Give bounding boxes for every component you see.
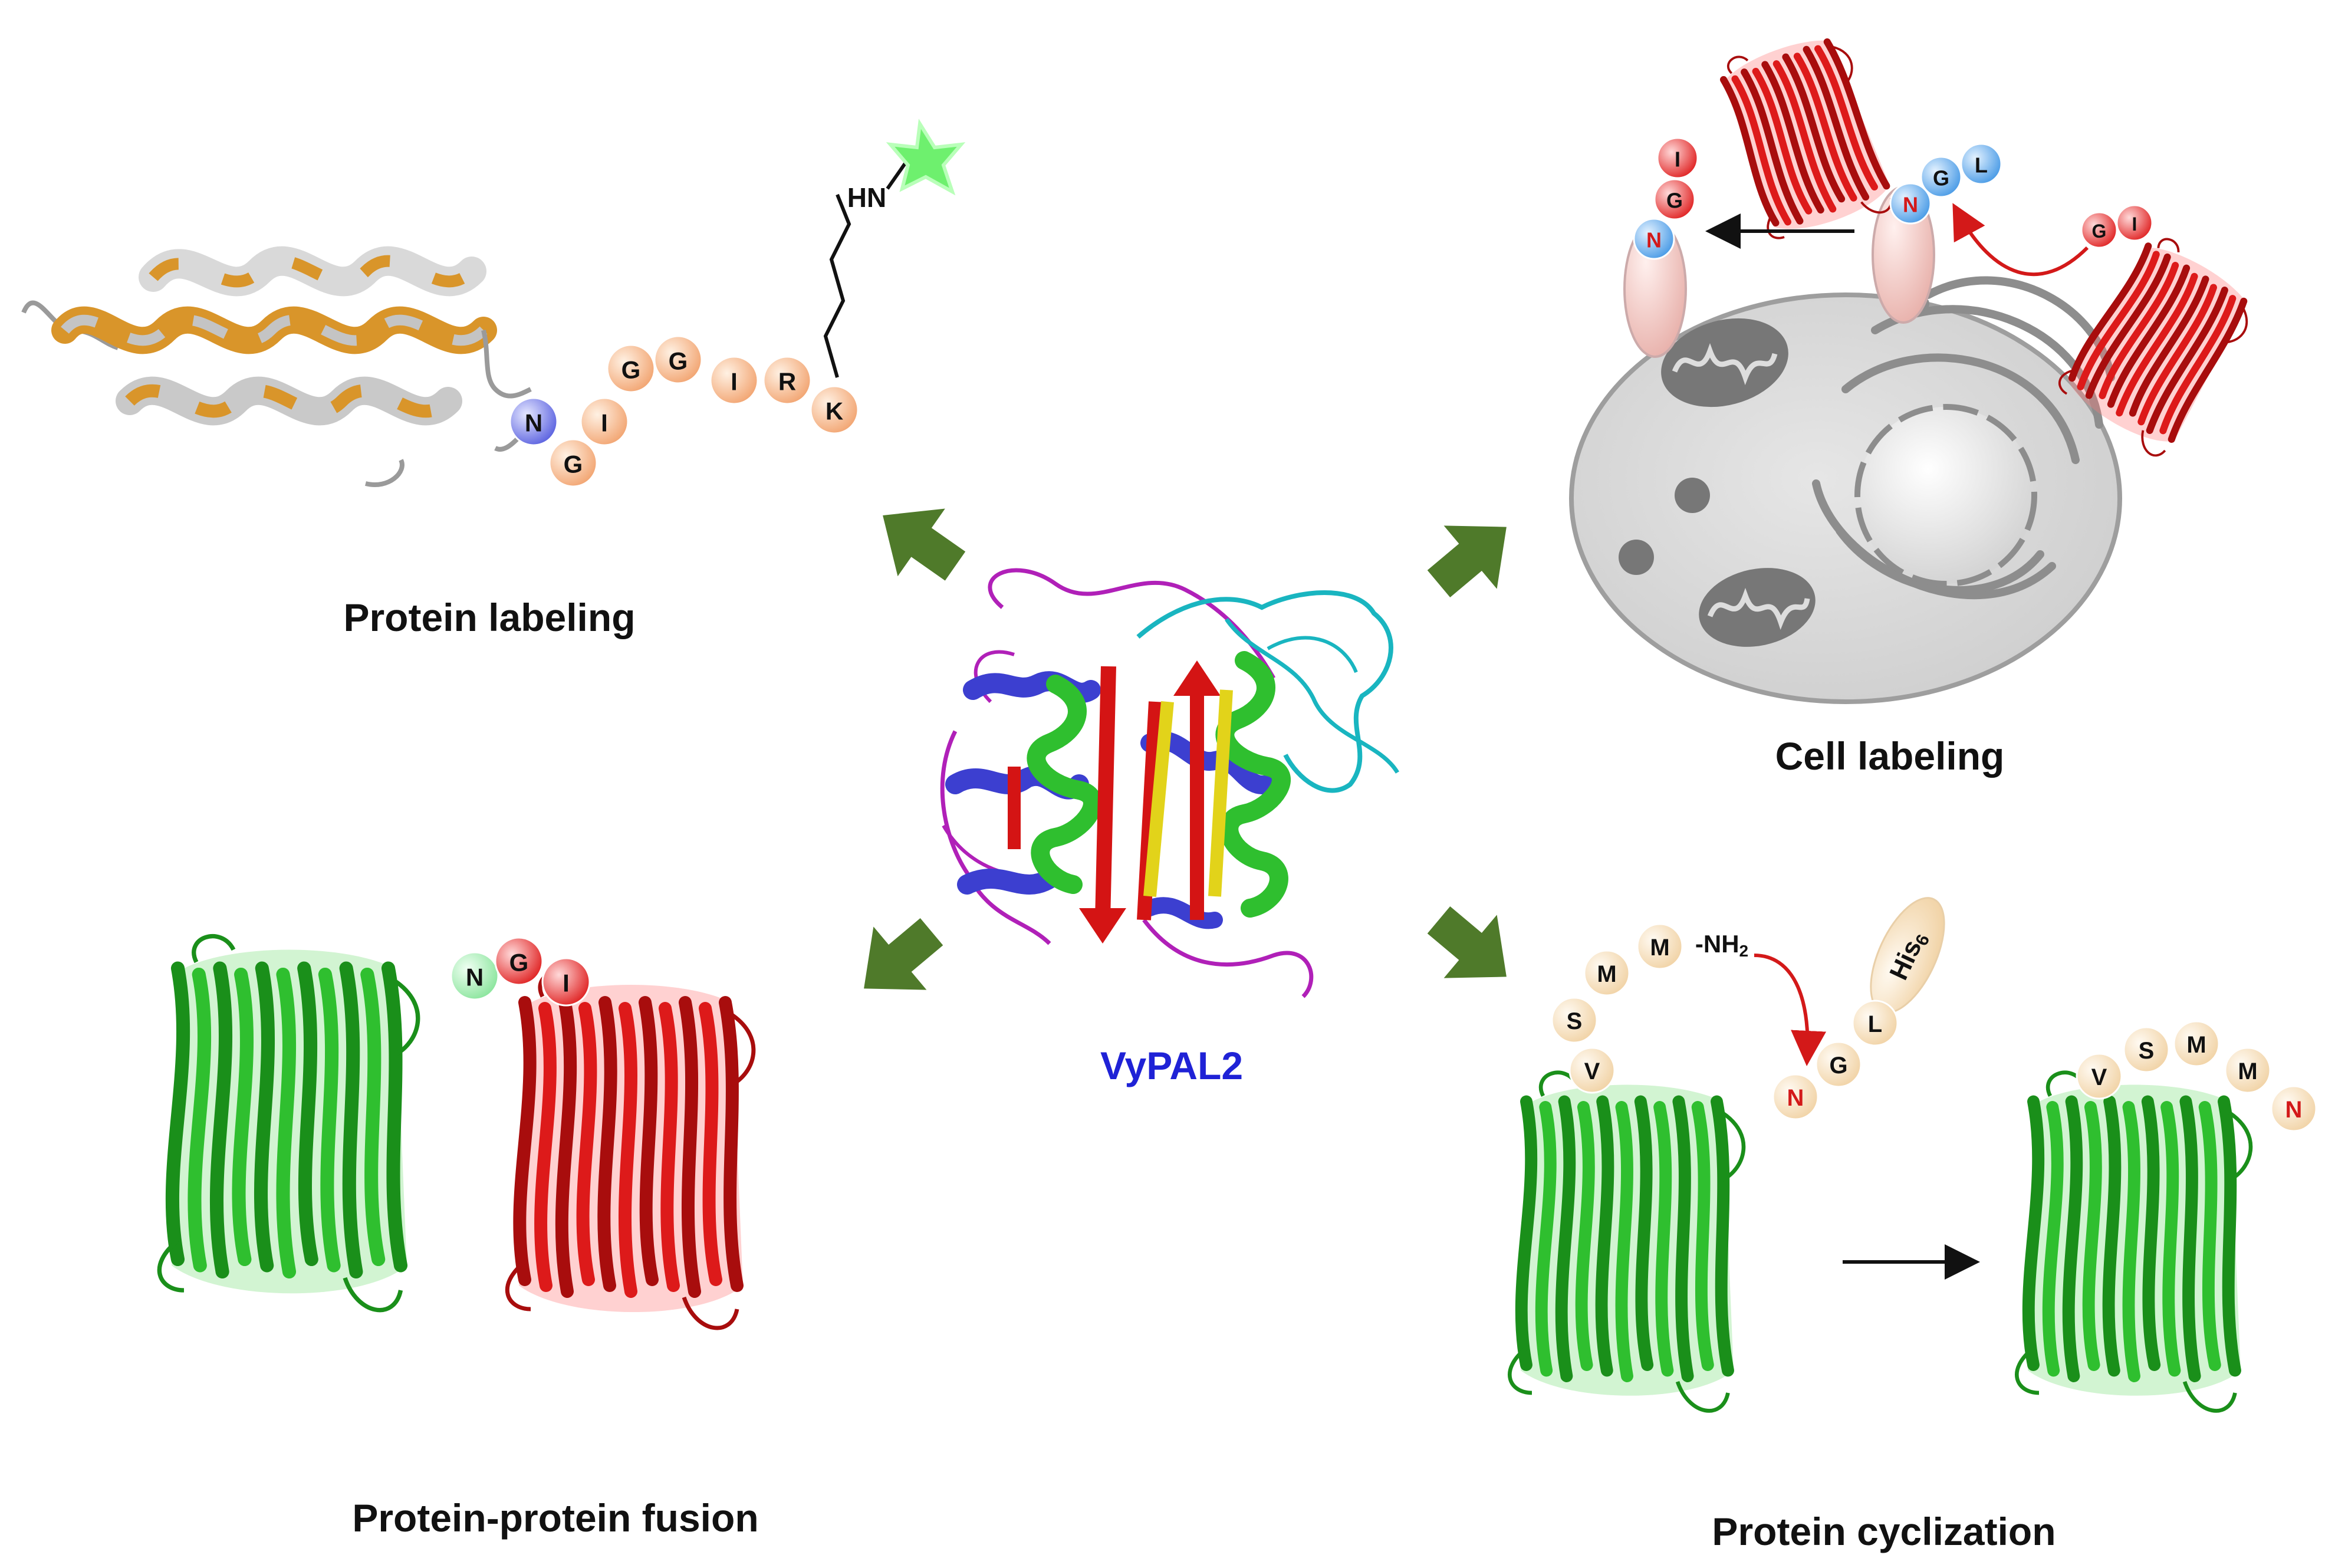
helix-bundle [21,246,532,487]
residue-letter: L [1975,153,1988,177]
residue-bead: M [2173,1020,2220,1067]
residue-bead: S [1551,997,1598,1044]
amine-label: HN [847,182,886,213]
residue-letter: L [1868,1011,1882,1037]
fluorophore-star-icon [886,119,966,196]
residue-bead: G [606,344,656,393]
vesicle [1675,478,1710,513]
residue-bead: G [1815,1041,1862,1088]
vypal2-structure [940,568,1399,998]
fusion-title: Protein-protein fusion [352,1496,758,1540]
residue-letter: N [525,409,542,437]
red-transfer-arrow [1952,203,2089,277]
residue-letter: G [621,356,641,384]
residue-bead: G [1653,178,1696,221]
residue-letter: M [2238,1059,2257,1084]
residue-letter: M [2186,1032,2206,1058]
residue-letter: G [564,451,583,478]
green-barrel-protein [157,933,420,1313]
residue-letter: I [563,969,570,997]
cyclization-title: Protein cyclization [1712,1510,2056,1553]
protein-labeling-title: Protein labeling [343,596,635,639]
residue-bead: N [450,951,499,1001]
residue-bead: G [494,936,544,986]
residue-bead: G [653,335,703,384]
residue-letter: G [669,347,688,375]
residue-letter: N [1903,193,1918,217]
residue-bead: G [548,438,598,488]
residue-letter: S [1567,1008,1583,1034]
residue-bead: S [2123,1026,2170,1073]
nucleus [1854,404,2037,587]
residue-letter: N [2285,1097,2303,1123]
residue-letter: M [1597,961,1616,987]
residue-letter: I [731,368,738,396]
residue-letter: V [2091,1064,2107,1090]
cell-labeling-title: Cell labeling [1775,734,2005,778]
residue-letter: R [778,368,796,396]
vesicle [1619,540,1654,575]
residue-letter: G [1829,1053,1847,1079]
mitochondrion [1661,318,1788,407]
residue-bead: I [580,397,629,446]
residue-bead: V [2076,1053,2123,1100]
red-barrel-protein [1719,38,1893,239]
residue-bead: L [1851,1000,1899,1047]
residue-bead: G [1920,156,1962,198]
residue-letter: G [2092,221,2107,242]
residue-letter: I [1675,147,1680,172]
residue-letter: N [1646,228,1662,252]
residue-bead: N [509,397,558,446]
green-barrel-protein [2015,1070,2253,1413]
arrow-to-fusion [864,918,943,990]
mitochondrion [1699,568,1816,647]
residue-bead: L [1960,143,2002,185]
fusion-panel: NG I Protein-protein fusion [157,933,759,1540]
residue-letter: G [1666,189,1683,213]
residue-bead: M [1636,923,1683,970]
residue-bead: V [1568,1047,1616,1094]
red-barrel-protein [2058,238,2248,457]
residue-bead: M [1583,949,1630,997]
residue-letter: N [1787,1085,1804,1111]
green-barrel-protein [1508,1070,1746,1413]
residue-letter: S [2139,1038,2155,1064]
residue-letter: G [1933,166,1949,190]
arrow-to-protein-labeling [883,508,966,581]
red-barrel-protein [505,969,756,1330]
residue-letter: N [466,964,484,991]
cyclization-arrow [1754,954,1827,1066]
residue-letter: G [509,949,529,977]
amine-nh-label: -NH2 [1695,930,1748,960]
arrow-to-cell-labeling [1427,525,1507,597]
residue-bead: I [2116,204,2153,242]
residue-letter: K [826,397,843,425]
residue-bead: G [2080,211,2118,249]
residue-bead: I [709,356,759,405]
residue-letter: I [2132,213,2137,235]
residue-letter: V [1584,1059,1600,1084]
residue-bead: N [1889,182,1932,225]
residue-bead: R [762,356,812,405]
vypal2-label: VyPAL2 [1100,1044,1243,1087]
residue-bead: N [2270,1085,2317,1132]
residue-letter: M [1650,935,1669,961]
residue-bead: I [541,957,591,1007]
residue-bead: K [810,385,859,435]
residue-bead: I [1656,137,1699,179]
fusion-linker: NG I [450,936,591,1007]
residue-letter: I [601,409,608,437]
residue-bead: N [1772,1073,1819,1120]
residue-bead: M [2224,1047,2271,1094]
residue-bead: N [1633,218,1675,260]
arrow-to-cyclization [1427,906,1507,978]
